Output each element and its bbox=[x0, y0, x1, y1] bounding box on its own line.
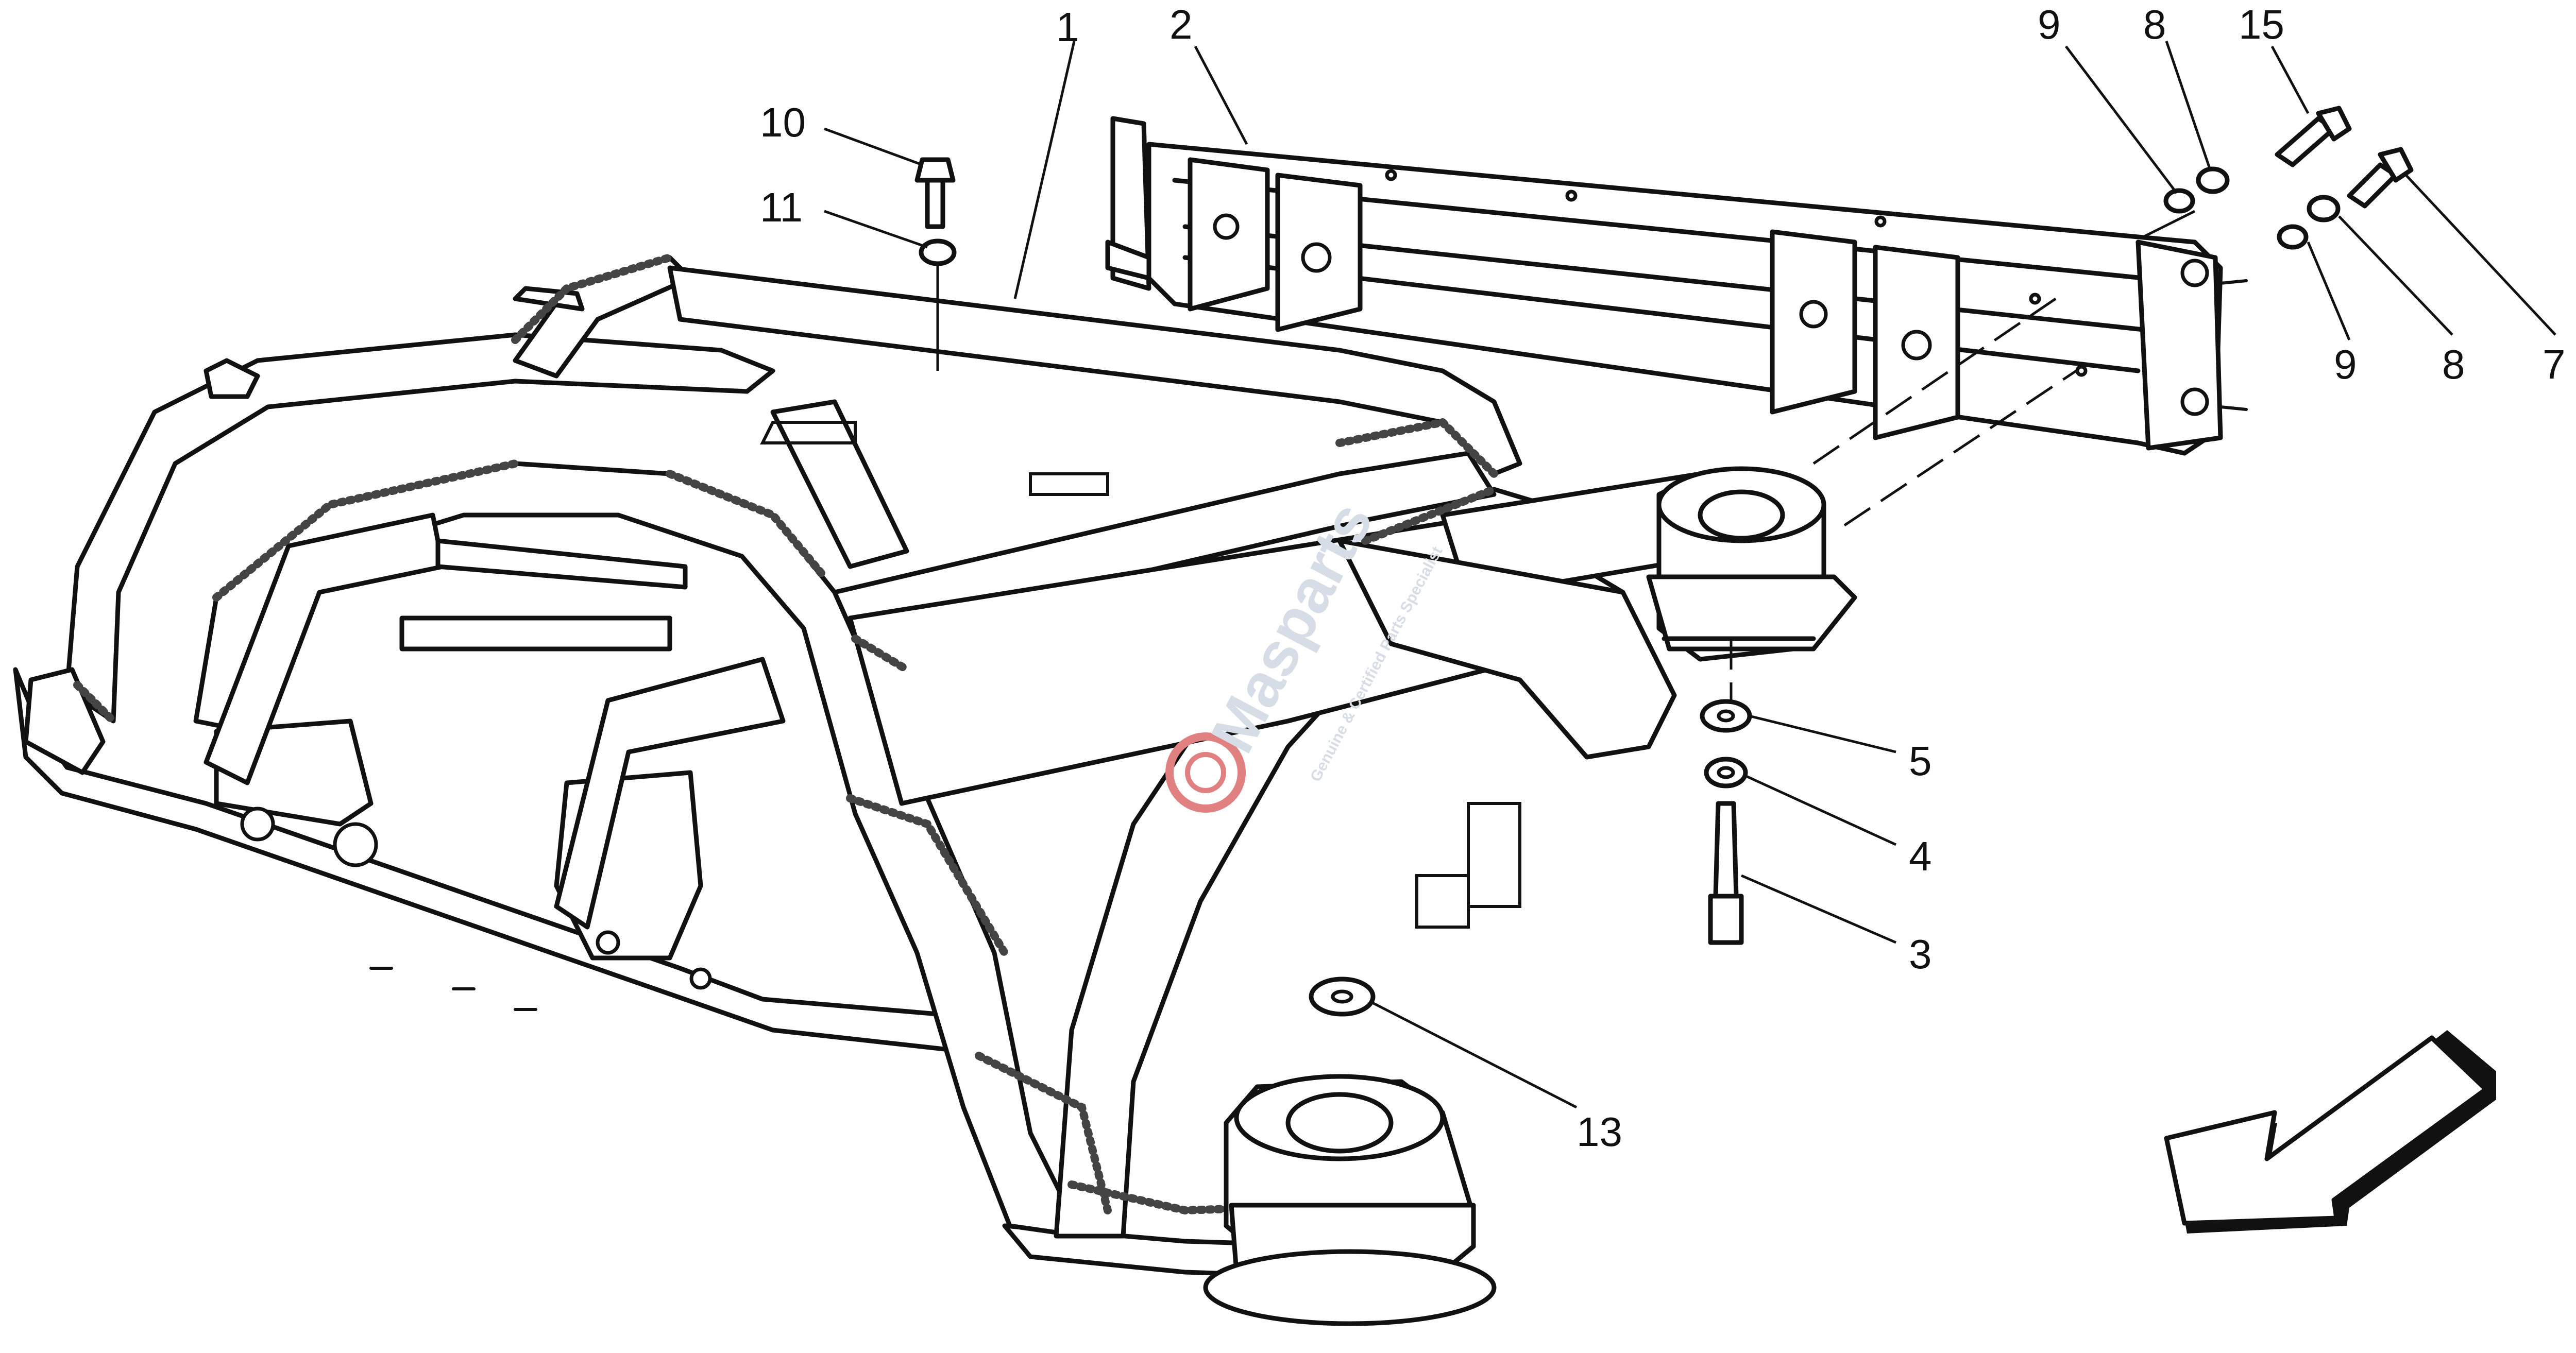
callout-7: 7 bbox=[2543, 341, 2566, 387]
bolt-3 bbox=[1708, 801, 1744, 945]
bolt-15 bbox=[2275, 106, 2352, 167]
bolt-10 bbox=[914, 157, 956, 229]
callout-4: 4 bbox=[1909, 833, 1932, 879]
callout-15: 15 bbox=[2239, 2, 2284, 47]
bolt-7 bbox=[2347, 147, 2414, 209]
callout-13: 13 bbox=[1577, 1109, 1622, 1155]
callout-10: 10 bbox=[760, 99, 806, 145]
washer-4 bbox=[1704, 757, 1748, 789]
washer-13 bbox=[1309, 977, 1376, 1017]
callout-labels: 1 2 9 8 15 10 11 9 8 7 5 4 3 13 bbox=[760, 2, 2566, 1155]
rear-cross-member bbox=[1105, 116, 2248, 456]
right-bushing-mount bbox=[1646, 466, 1857, 662]
washer-5 bbox=[1700, 699, 1752, 733]
callout-9-lower: 9 bbox=[2334, 341, 2357, 387]
callout-8-upper: 8 bbox=[2143, 2, 2166, 47]
leader-lines bbox=[824, 41, 2556, 1109]
front-direction-arrow-icon bbox=[2164, 1030, 2496, 1234]
left-bushing-mount bbox=[1203, 1074, 1497, 1326]
washer-8-upper bbox=[2196, 166, 2230, 194]
callout-9-upper: 9 bbox=[2038, 2, 2061, 47]
watermark-logo-icon bbox=[1165, 732, 1246, 813]
callout-3: 3 bbox=[1909, 931, 1932, 977]
washer-9-upper bbox=[2163, 188, 2195, 214]
callout-11: 11 bbox=[760, 184, 803, 230]
callout-2: 2 bbox=[1170, 2, 1193, 47]
washer-8-lower bbox=[2307, 195, 2341, 222]
callout-1: 1 bbox=[1056, 4, 1079, 50]
callout-8-lower: 8 bbox=[2442, 341, 2465, 387]
washer-9-lower bbox=[2277, 224, 2309, 250]
rear-subframe bbox=[13, 253, 1765, 1280]
callout-5: 5 bbox=[1909, 738, 1932, 784]
washer-11 bbox=[919, 238, 957, 266]
